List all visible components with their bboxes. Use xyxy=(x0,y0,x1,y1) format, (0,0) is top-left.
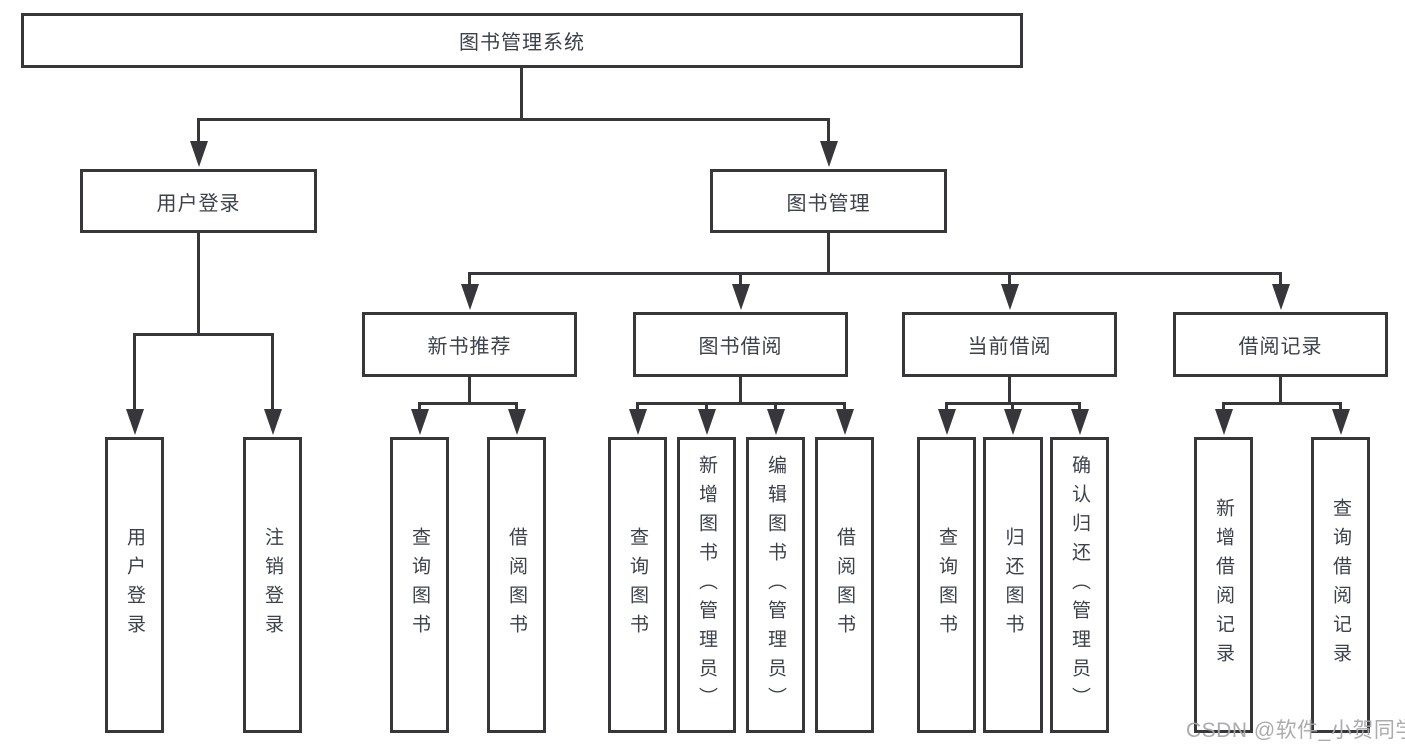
connector-line xyxy=(705,402,708,415)
arrow-down-icon xyxy=(697,409,716,435)
connector-line xyxy=(827,118,830,147)
connector-line xyxy=(1222,402,1342,405)
connector-line xyxy=(774,402,777,415)
connector-line xyxy=(1008,377,1011,405)
arrow-down-icon xyxy=(628,409,647,435)
connector-line xyxy=(520,68,523,121)
connector-line xyxy=(1339,402,1342,415)
leaf-label: 新增借阅记录 xyxy=(1213,498,1234,672)
connector-line xyxy=(197,118,830,121)
leaf-borrow-books-recommend: 借阅图书 xyxy=(487,437,546,733)
leaf-search-borrow-record: 查询借阅记录 xyxy=(1311,437,1370,733)
connector-line xyxy=(636,402,639,415)
connector-line xyxy=(1078,402,1081,415)
connector-line xyxy=(843,402,846,415)
leaf-search-books-recommend: 查询图书 xyxy=(390,437,449,733)
leaf-label: 查询图书 xyxy=(409,527,430,643)
arrow-down-icon xyxy=(819,141,838,167)
connector-line xyxy=(468,377,471,405)
connector-line xyxy=(1011,402,1014,415)
connector-line xyxy=(133,333,274,336)
connector-line xyxy=(418,402,421,415)
connector-line xyxy=(1222,402,1225,415)
leaf-label: 用户登录 xyxy=(124,527,145,643)
leaf-user-login: 用户登录 xyxy=(105,437,164,733)
connector-line xyxy=(197,118,200,147)
connector-line xyxy=(739,377,742,405)
leaf-edit-book-admin: 编辑图书（管理员） xyxy=(746,437,805,733)
leaf-return-book: 归还图书 xyxy=(983,437,1043,733)
connector-line xyxy=(133,333,136,415)
node-module-label: 新书推荐 xyxy=(427,336,512,358)
connector-line xyxy=(468,272,1282,275)
leaf-label: 编辑图书（管理员） xyxy=(765,454,786,716)
arrow-down-icon xyxy=(766,409,785,435)
node-module-new-book-recommend: 新书推荐 xyxy=(362,312,577,377)
connector-line xyxy=(197,233,200,336)
arrow-down-icon xyxy=(1003,409,1022,435)
leaf-borrow-books: 借阅图书 xyxy=(815,437,874,733)
leaf-label: 查询图书 xyxy=(936,527,957,643)
connector-line xyxy=(636,402,846,405)
leaf-label: 查询图书 xyxy=(627,527,648,643)
connector-line xyxy=(945,402,948,415)
node-branch-user-login: 用户登录 xyxy=(80,169,317,233)
connector-line xyxy=(1279,377,1282,405)
connector-line xyxy=(515,402,518,415)
arrow-down-icon xyxy=(507,409,526,435)
connector-line xyxy=(827,233,830,275)
leaf-logout: 注销登录 xyxy=(243,437,302,733)
csdn-watermark: CSDN @软件_小贺同学 xyxy=(1186,719,1405,742)
node-root: 图书管理系统 xyxy=(21,13,1023,68)
leaf-search-books-borrow: 查询图书 xyxy=(608,437,667,733)
leaf-add-book-admin: 新增图书（管理员） xyxy=(677,437,736,733)
arrow-down-icon xyxy=(460,284,479,310)
leaf-search-books-current: 查询图书 xyxy=(917,437,976,733)
arrow-down-icon xyxy=(835,409,854,435)
connector-line xyxy=(271,333,274,415)
arrow-down-icon xyxy=(1271,284,1290,310)
connector-line xyxy=(1008,272,1011,290)
arrow-down-icon xyxy=(263,409,282,435)
node-branch-label: 用户登录 xyxy=(156,192,241,215)
node-module-label: 当前借阅 xyxy=(967,336,1052,358)
leaf-label: 新增图书（管理员） xyxy=(696,454,717,716)
arrow-down-icon xyxy=(410,409,429,435)
connector-line xyxy=(739,272,742,290)
arrow-down-icon xyxy=(1000,284,1019,310)
leaf-label: 查询借阅记录 xyxy=(1330,498,1351,672)
leaf-label: 借阅图书 xyxy=(506,527,527,643)
leaf-label: 借阅图书 xyxy=(834,527,855,643)
leaf-confirm-return-admin: 确认归还（管理员） xyxy=(1050,437,1109,733)
node-module-borrow-records: 借阅记录 xyxy=(1173,312,1388,377)
leaf-label: 注销登录 xyxy=(262,527,283,643)
node-module-current-borrow: 当前借阅 xyxy=(902,312,1117,377)
node-module-label: 图书借阅 xyxy=(698,336,783,358)
arrow-down-icon xyxy=(125,409,144,435)
node-branch-book-management: 图书管理 xyxy=(710,169,947,233)
node-root-label: 图书管理系统 xyxy=(459,32,585,54)
arrow-down-icon xyxy=(1070,409,1089,435)
node-branch-label: 图书管理 xyxy=(786,192,871,215)
connector-line xyxy=(1279,272,1282,290)
leaf-add-borrow-record: 新增借阅记录 xyxy=(1194,437,1253,733)
arrow-down-icon xyxy=(731,284,750,310)
node-module-label: 借阅记录 xyxy=(1238,336,1323,358)
arrow-down-icon xyxy=(937,409,956,435)
arrow-down-icon xyxy=(1214,409,1233,435)
leaf-label: 归还图书 xyxy=(1002,527,1024,643)
node-module-book-borrow: 图书借阅 xyxy=(633,312,848,377)
arrow-down-icon xyxy=(1331,409,1350,435)
connector-line xyxy=(418,402,518,405)
connector-line xyxy=(468,272,471,290)
leaf-label: 确认归还（管理员） xyxy=(1069,454,1090,716)
arrow-down-icon xyxy=(189,141,208,167)
